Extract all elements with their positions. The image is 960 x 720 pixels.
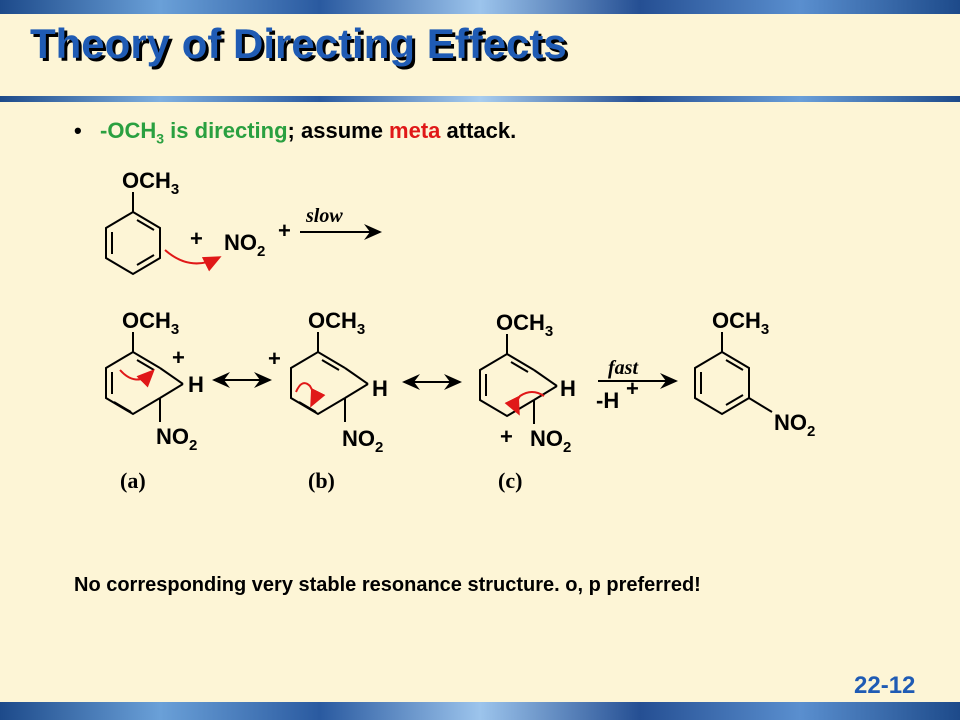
svg-text:NO2: NO2	[342, 426, 383, 456]
attack-text: attack.	[440, 118, 517, 143]
title-bar	[0, 14, 960, 98]
resonance-structure-a: OCH3 + H NO2 (a)	[105, 308, 204, 493]
bottom-decorative-band	[0, 702, 960, 720]
title-rule	[0, 96, 960, 102]
och3-text: -OCH3 is directing	[100, 118, 288, 147]
meta-text: meta	[389, 118, 441, 143]
minus-h-plus: -H +	[596, 376, 639, 413]
bullet-point: • -OCH3 is directing; assume meta attack…	[74, 118, 516, 146]
anisole-reactant: OCH3	[105, 168, 179, 276]
svg-text:+: +	[500, 424, 513, 449]
svg-text:OCH3: OCH3	[496, 310, 553, 340]
svg-text:(c): (c)	[498, 468, 522, 493]
svg-text:+: +	[172, 345, 185, 370]
svg-text:OCH3: OCH3	[122, 308, 179, 338]
bullet-icon: •	[74, 118, 82, 143]
meta-nitroanisole-product: OCH3 NO2	[694, 308, 815, 440]
svg-text:+: +	[626, 376, 639, 401]
svg-text:NO2: NO2	[224, 230, 265, 260]
svg-text:OCH3: OCH3	[308, 308, 365, 338]
svg-text:NO2: NO2	[530, 426, 571, 456]
svg-text:+: +	[268, 346, 281, 371]
svg-text:H: H	[560, 376, 576, 401]
svg-text:(a): (a)	[120, 468, 146, 493]
svg-text:-H: -H	[596, 388, 619, 413]
assume-text: ; assume	[287, 118, 390, 143]
nitronium-ion: NO2 +	[224, 218, 291, 260]
conclusion-note: No corresponding very stable resonance s…	[74, 574, 701, 596]
curved-arrow-icon	[164, 249, 222, 272]
resonance-structure-b: OCH3 + H NO2 (b)	[268, 308, 388, 493]
svg-text:H: H	[188, 372, 204, 397]
slide-number: 22-12	[854, 672, 916, 699]
resonance-structure-c: OCH3 H + NO2 (c)	[479, 310, 576, 493]
svg-text:H: H	[372, 376, 388, 401]
slide-title: Theory of Directing Effects	[30, 20, 567, 67]
top-decorative-band	[0, 0, 960, 14]
fast-label: fast	[608, 357, 639, 379]
svg-text:(b): (b)	[308, 468, 335, 493]
svg-text:OCH3: OCH3	[712, 308, 769, 338]
svg-text:NO2: NO2	[156, 424, 197, 454]
svg-text:OCH3: OCH3	[122, 168, 179, 198]
svg-text:+: +	[278, 218, 291, 243]
svg-text:NO2: NO2	[774, 410, 815, 440]
slow-label: slow	[305, 205, 343, 227]
plus-sign: +	[190, 226, 203, 251]
